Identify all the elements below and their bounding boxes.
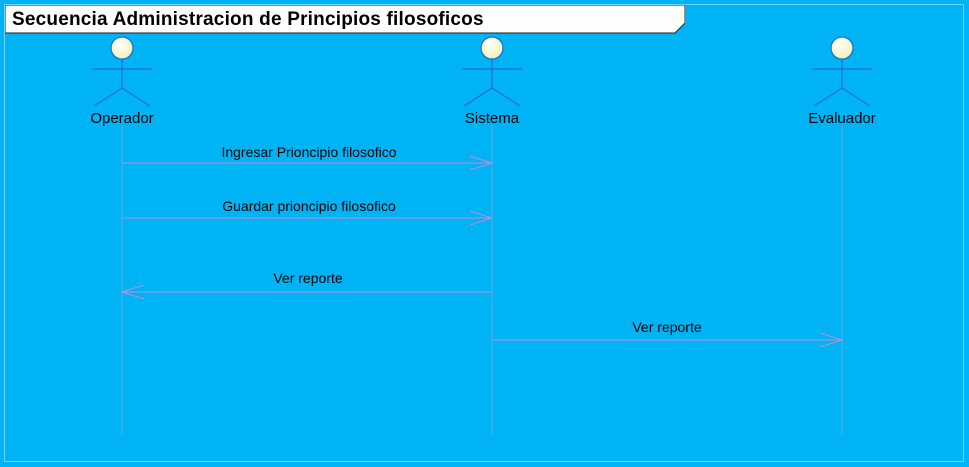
title-tab-shape: [5, 5, 685, 34]
actor-operador-icon: [92, 36, 152, 107]
message-4-arrow: [492, 332, 844, 348]
diagram-title: Secuencia Administracion de Principios f…: [12, 9, 484, 30]
message-2-arrow: [122, 210, 494, 226]
message-3-label: Ver reporte: [273, 270, 342, 286]
actor-sistema-label: Sistema: [465, 110, 520, 127]
actor-evaluador-icon: [812, 36, 872, 107]
message-1-label: Ingresar Prioncipio filosofico: [221, 144, 396, 160]
message-3-arrow: [120, 284, 492, 300]
message-2-label: Guardar prioncipio filosofico: [222, 198, 396, 214]
message-4-label: Ver reporte: [632, 319, 701, 335]
actor-sistema-icon: [462, 36, 522, 107]
actor-operador-label: Operador: [90, 110, 153, 127]
message-1-arrow: [122, 155, 494, 171]
diagram-title-tab: Secuencia Administracion de Principios f…: [5, 5, 685, 34]
actor-evaluador-label: Evaluador: [808, 110, 876, 127]
